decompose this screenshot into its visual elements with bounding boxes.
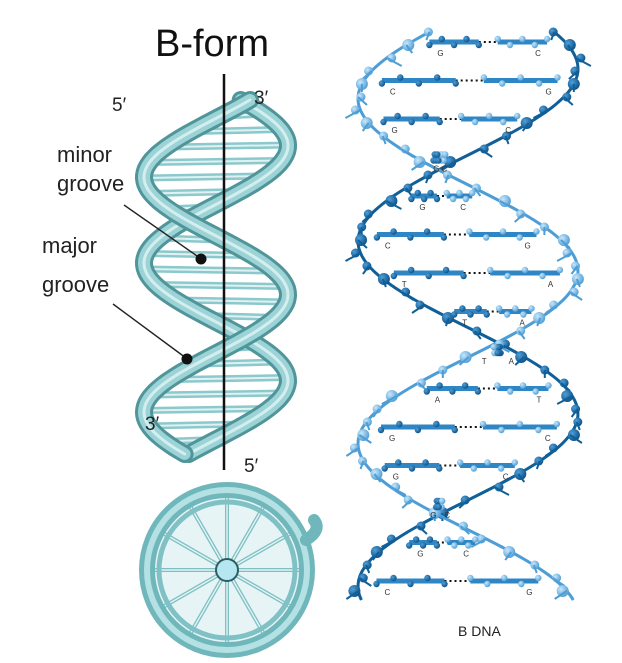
dna-atom [570, 66, 580, 76]
base-letter-right: G [525, 242, 531, 251]
base-letter-right: T [482, 357, 487, 366]
dna-atom [503, 546, 516, 558]
major-groove-label-line1: major [42, 233, 97, 258]
dna-atom [557, 234, 570, 246]
dna-atom [515, 351, 528, 363]
minor-groove-marker [195, 253, 207, 265]
base-letter-left: G [417, 550, 423, 559]
minor-groove-label-line2: groove [57, 171, 124, 196]
base-letter-right: C [463, 550, 469, 559]
dna-atom [370, 546, 383, 558]
base-letter-left: A [509, 357, 515, 366]
dna-atom [571, 404, 581, 414]
dna-atom [357, 429, 370, 441]
dna-atom [556, 585, 569, 597]
dna-atom [362, 261, 372, 271]
base-letter-left: T [402, 280, 407, 289]
base-letter-left: C [385, 242, 391, 251]
base-letter-right: C [503, 473, 509, 482]
dna-atom [348, 585, 361, 597]
base-letter-left: C [444, 511, 450, 520]
dna-atom [402, 39, 415, 51]
base-letter-right: C [460, 203, 466, 212]
dna-atom [385, 390, 398, 402]
dna-atom [403, 183, 413, 193]
base-letter-right: C [535, 49, 541, 58]
three-prime-top-label: 3′ [254, 88, 269, 109]
dna-atom [416, 521, 426, 531]
dna-atom [385, 195, 398, 207]
dna-atom [355, 234, 367, 246]
minor-groove-pointer [123, 204, 201, 259]
dna-atom [372, 404, 382, 414]
three-prime-bottom-label: 3′ [145, 414, 160, 435]
dna-atom [363, 209, 373, 219]
base-letter-left: G [389, 434, 395, 443]
dna-atom [498, 195, 511, 207]
major-groove-pointer [112, 303, 187, 359]
five-prime-bottom-label: 5′ [244, 456, 259, 477]
b-form-title: B-form [155, 23, 269, 65]
dna-atom [561, 390, 574, 402]
dna-atom [413, 156, 426, 168]
base-letter-left: G [392, 126, 398, 135]
base-letter-left: A [435, 396, 441, 405]
b-dna-caption: B DNA [458, 623, 501, 639]
base-letter-right: C [505, 126, 511, 135]
dna-atom [460, 495, 470, 505]
dna-atom [563, 39, 576, 51]
base-letter-left: C [385, 588, 391, 597]
dna-atom [370, 468, 383, 480]
base-letter-left: G [437, 49, 443, 58]
dna-atom [459, 351, 472, 363]
dna-atom [520, 117, 533, 129]
dna-atom [364, 66, 374, 76]
base-letter-right: A [548, 280, 554, 289]
dna-atom [516, 209, 526, 219]
dna-atom [567, 429, 580, 441]
base-letter-right: T [537, 396, 542, 405]
dna-atom [444, 156, 457, 168]
base-letter-left: T [462, 319, 467, 328]
helix-strands [134, 91, 298, 463]
base-letter-left: G [419, 203, 425, 212]
dna-atom [360, 117, 373, 129]
b-form-helix-panel: B-form 5′ 3′ minor groove major groove 3… [42, 23, 323, 658]
base-letter-left: G [393, 473, 399, 482]
dna-atom [403, 495, 413, 505]
base-letter-left: C [442, 165, 448, 174]
minor-groove-label-line1: minor [57, 142, 112, 167]
dna-atom [356, 92, 366, 102]
five-prime-top-label: 5′ [112, 95, 127, 116]
dna-atom [516, 326, 526, 336]
dna-atom [514, 468, 527, 480]
dna-atom [471, 183, 481, 193]
helix-axis-center [215, 558, 239, 582]
base-letter-right: G [433, 165, 439, 174]
base-letter-left: C [390, 88, 396, 97]
dna-atom [562, 92, 572, 102]
helix-top-view [139, 482, 323, 658]
dna-atom [458, 521, 468, 531]
major-groove-marker [181, 353, 193, 365]
dna-atom [559, 378, 569, 388]
base-letter-right: A [520, 319, 526, 328]
base-letter-right: G [526, 588, 532, 597]
dna-atom [571, 261, 580, 271]
base-letter-right: G [546, 88, 552, 97]
dna-atom [472, 326, 482, 336]
base-letter-right: C [545, 434, 551, 443]
base-letter-right: G [430, 511, 436, 520]
dna-atom [416, 378, 426, 388]
major-groove-label-line2: groove [42, 272, 109, 297]
